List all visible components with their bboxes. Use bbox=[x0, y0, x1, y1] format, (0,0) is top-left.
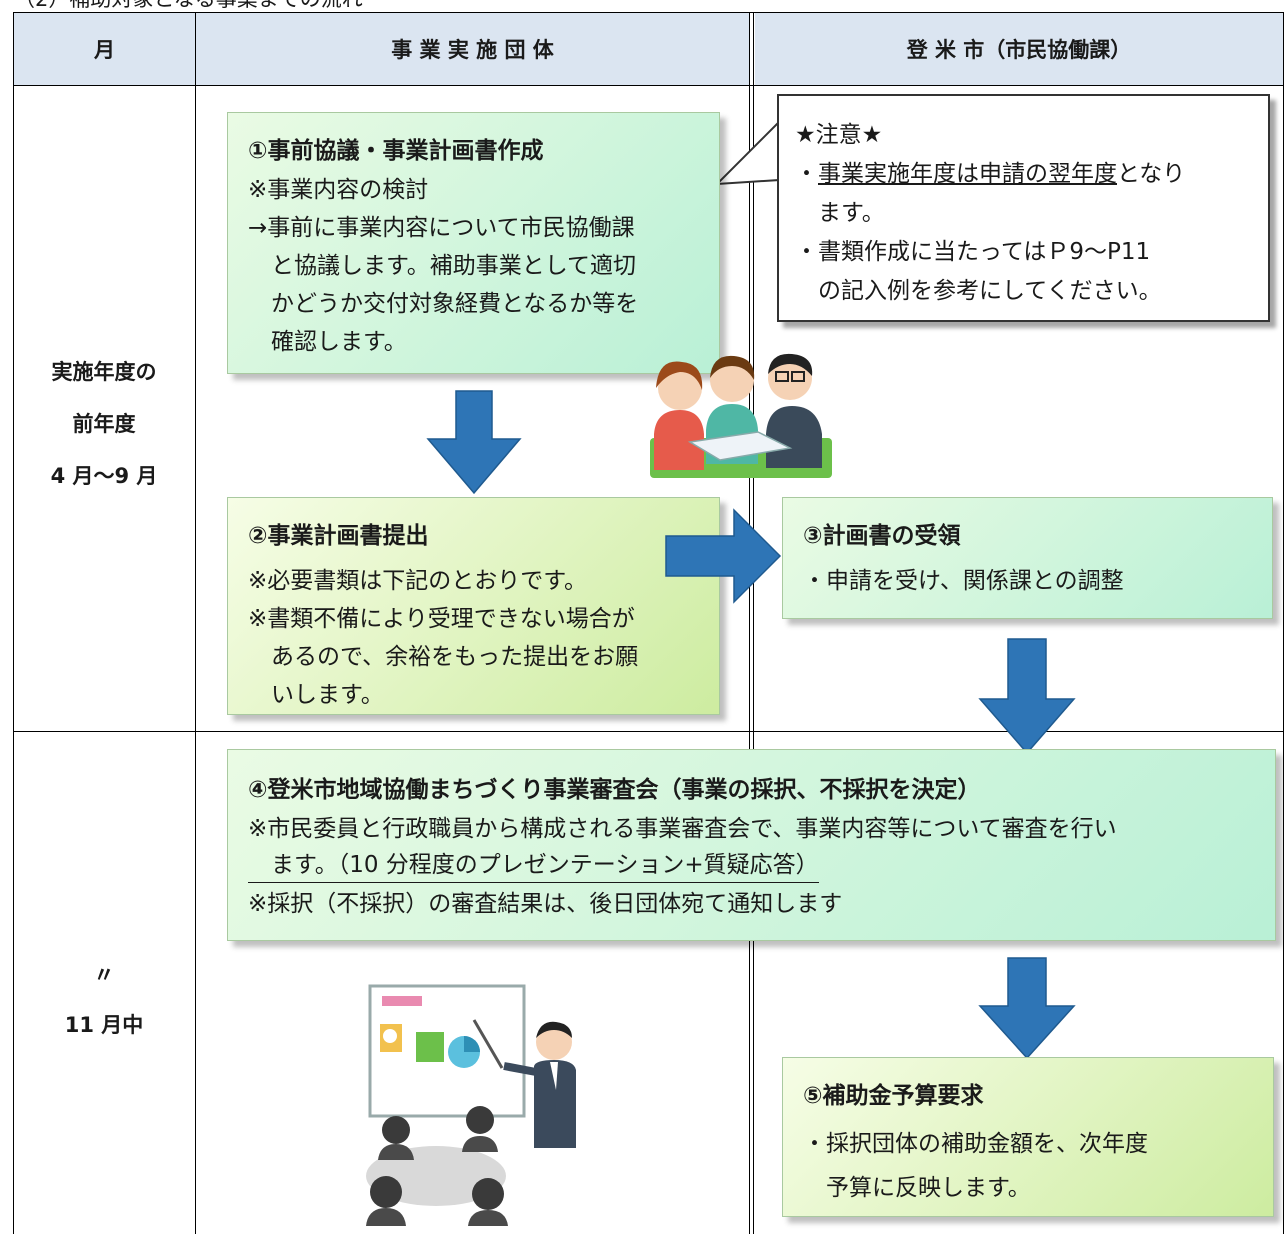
callout-pointer bbox=[715, 120, 781, 186]
step3-title: ③計画書の受領 bbox=[803, 523, 961, 549]
step5-line2: 予算に反映します。 bbox=[826, 1175, 1031, 1201]
step1-line1: ※事業内容の検討 bbox=[248, 177, 429, 203]
step1-title: ①事前協議・事業計画書作成 bbox=[248, 138, 544, 164]
month-row1-line2: 前年度 bbox=[72, 412, 136, 436]
meeting-illustration bbox=[650, 353, 832, 478]
step1-line5: 確認します。 bbox=[271, 329, 407, 355]
header-org: 事 業 実 施 団 体 bbox=[196, 13, 749, 85]
note-underlined: 事業実施年度は申請の翌年度 bbox=[818, 161, 1117, 187]
month-row2: 〃 11 月中 bbox=[14, 950, 194, 1050]
step1-line2: →事前に事業内容について市民協働課 bbox=[248, 215, 635, 241]
step4-line1: ※市民委員と行政職員から構成される事業審査会で、事業内容等について審査を行い bbox=[248, 816, 1117, 842]
month-row1: 実施年度の 前年度 4 月〜9 月 bbox=[14, 346, 194, 502]
step5-title: ⑤補助金予算要求 bbox=[803, 1083, 984, 1109]
month-row1-line1: 実施年度の bbox=[51, 360, 157, 384]
step2-line4: いします。 bbox=[271, 682, 384, 708]
step2-line2: ※書類不備により受理できない場合が bbox=[248, 606, 635, 632]
arrow-right bbox=[665, 508, 782, 604]
step4-title: ④登米市地域協働まちづくり事業審査会（事業の採択、不採択を決定） bbox=[248, 777, 981, 803]
note-line3: ・書類作成に当たってはＰ9〜P11 bbox=[795, 239, 1151, 265]
step2-title: ②事業計画書提出 bbox=[248, 523, 429, 549]
presentation-illustration bbox=[366, 984, 576, 1226]
month-row1-line3: 4 月〜9 月 bbox=[50, 464, 158, 488]
note-callout: ★注意★ ・事業実施年度は申請の翌年度となり ます。 ・書類作成に当たってはＰ9… bbox=[777, 94, 1270, 322]
note-line1: ・事業実施年度は申請の翌年度となり bbox=[795, 155, 1250, 194]
header-month: 月 bbox=[14, 13, 195, 85]
step5-line1: ・採択団体の補助金額を、次年度 bbox=[803, 1131, 1148, 1157]
note-title: ★注意★ bbox=[795, 122, 883, 148]
step3-box: ③計画書の受領 ・申請を受け、関係課との調整 bbox=[782, 497, 1273, 619]
step3-line1: ・申請を受け、関係課との調整 bbox=[803, 568, 1124, 594]
step2-box: ②事業計画書提出 ※必要書類は下記のとおりです。 ※書類不備により受理できない場… bbox=[227, 497, 720, 715]
note-line1-end: となり bbox=[1117, 161, 1186, 187]
month-row2-line1: 〃 bbox=[93, 963, 115, 987]
top-caption: （2）補助対象となる事業までの流れ bbox=[14, 0, 363, 11]
step1-line4: かどうか交付対象経費となるか等を bbox=[271, 291, 639, 317]
arrow-down-2 bbox=[978, 638, 1076, 755]
step2-line3: あるので、余裕をもった提出をお願 bbox=[271, 644, 639, 670]
step4-box: ④登米市地域協働まちづくり事業審査会（事業の採択、不採択を決定） ※市民委員と行… bbox=[227, 749, 1276, 941]
step1-box: ①事前協議・事業計画書作成 ※事業内容の検討 →事前に事業内容について市民協働課… bbox=[227, 112, 720, 374]
step5-box: ⑤補助金予算要求 ・採択団体の補助金額を、次年度 予算に反映します。 bbox=[782, 1057, 1274, 1217]
header-city: 登 米 市（市民協働課） bbox=[755, 13, 1283, 85]
arrow-down-3 bbox=[978, 957, 1076, 1060]
arrow-down-1 bbox=[426, 390, 522, 495]
step4-line3: ※採択（不採択）の審査結果は、後日団体宛て通知します bbox=[248, 891, 843, 917]
note-line2: ます。 bbox=[818, 200, 885, 226]
step1-line3: と協議します。補助事業として適切 bbox=[271, 253, 637, 279]
note-bullet: ・ bbox=[795, 161, 818, 187]
step2-line1: ※必要書類は下記のとおりです。 bbox=[248, 568, 587, 594]
month-row2-line2: 11 月中 bbox=[64, 1013, 144, 1037]
note-line4: の記入例を参考にしてください。 bbox=[818, 278, 1162, 304]
step4-line2: ます。（10 分程度のプレゼンテーション+質疑応答） bbox=[248, 848, 819, 883]
